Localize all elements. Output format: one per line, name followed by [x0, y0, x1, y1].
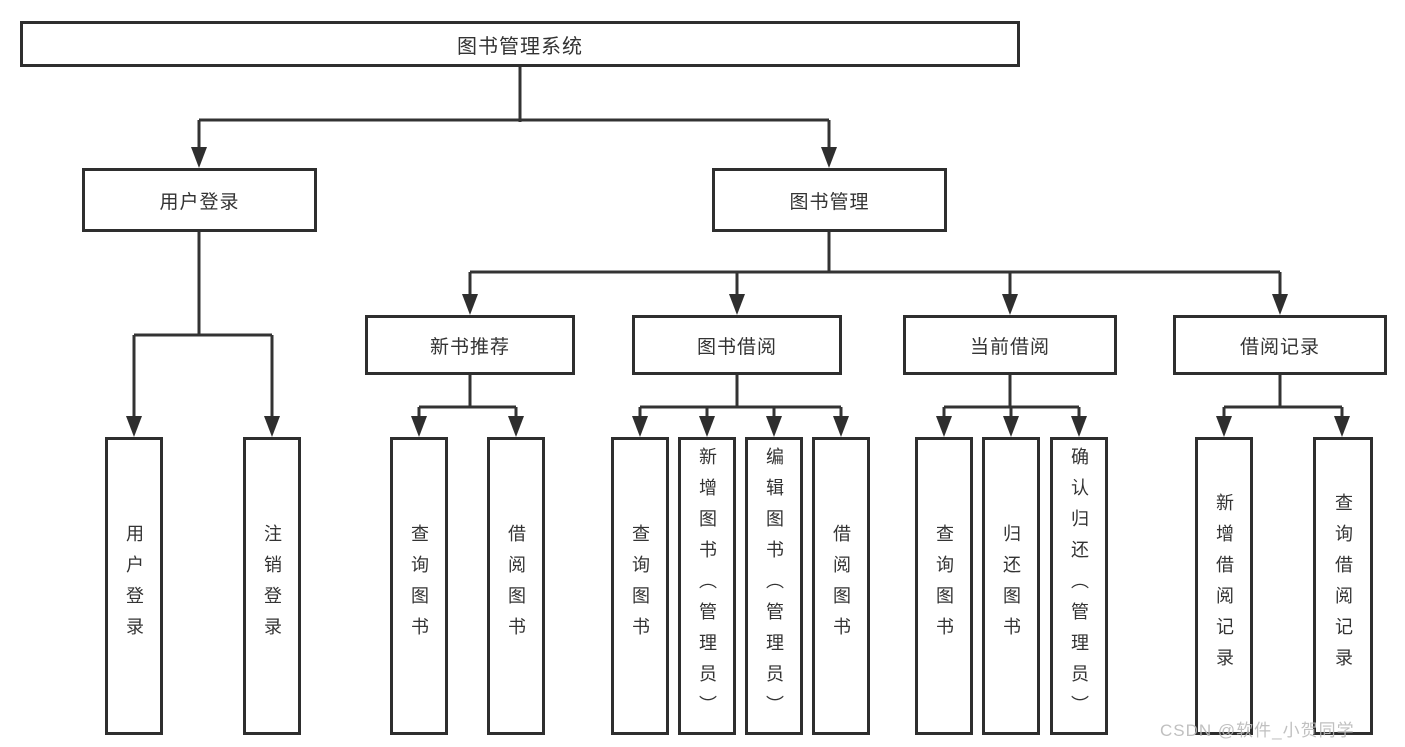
node-new-book-recommendation: 新书推荐: [365, 315, 575, 375]
node-label: 当前借阅: [969, 336, 1050, 358]
node-label: 用户登录: [124, 524, 144, 648]
node-label: 用户登录: [159, 191, 240, 213]
node-book-management-system: 图书管理系统: [20, 21, 1020, 67]
leaf-query-books-recommend: 查询图书: [390, 437, 448, 735]
leaf-add-book-admin: 新增图书（管理员）: [678, 437, 736, 735]
node-label: 新增借阅记录: [1214, 493, 1234, 679]
leaf-query-books-current: 查询图书: [915, 437, 973, 735]
leaf-borrow-books-borrowing: 借阅图书: [812, 437, 870, 735]
node-label: 查询图书: [934, 524, 954, 648]
node-label: 借阅图书: [506, 524, 526, 648]
node-label: 注销登录: [262, 524, 282, 648]
leaf-query-books-borrowing: 查询图书: [611, 437, 669, 735]
leaf-confirm-return-admin: 确认归还（管理员）: [1050, 437, 1108, 735]
node-label: 查询图书: [630, 524, 650, 648]
arrowheads: [126, 147, 1350, 437]
node-label: 编辑图书（管理员）: [764, 446, 784, 726]
node-user-login-module: 用户登录: [82, 168, 317, 232]
node-borrowing-records: 借阅记录: [1173, 315, 1387, 375]
leaf-borrow-books-recommend: 借阅图书: [487, 437, 545, 735]
leaf-edit-book-admin: 编辑图书（管理员）: [745, 437, 803, 735]
node-label: 查询借阅记录: [1333, 493, 1353, 679]
node-label: 新增图书（管理员）: [697, 446, 717, 726]
node-label: 图书管理系统: [457, 35, 583, 58]
node-label: 新书推荐: [429, 336, 510, 358]
leaf-user-login: 用户登录: [105, 437, 163, 735]
node-label: 确认归还（管理员）: [1069, 446, 1089, 726]
node-book-management-module: 图书管理: [712, 168, 947, 232]
node-label: 归还图书: [1001, 524, 1021, 648]
node-label: 查询图书: [409, 524, 429, 648]
watermark-text: CSDN @软件_小贺同学: [1160, 721, 1355, 740]
node-label: 借阅记录: [1239, 336, 1320, 358]
leaf-return-books: 归还图书: [982, 437, 1040, 735]
node-label: 图书管理: [789, 191, 870, 213]
node-label: 借阅图书: [831, 524, 851, 648]
leaf-add-borrow-record: 新增借阅记录: [1195, 437, 1253, 735]
leaf-query-borrow-record: 查询借阅记录: [1313, 437, 1373, 735]
node-current-borrowing: 当前借阅: [903, 315, 1117, 375]
node-label: 图书借阅: [696, 336, 777, 358]
leaf-logout: 注销登录: [243, 437, 301, 735]
node-book-borrowing: 图书借阅: [632, 315, 842, 375]
